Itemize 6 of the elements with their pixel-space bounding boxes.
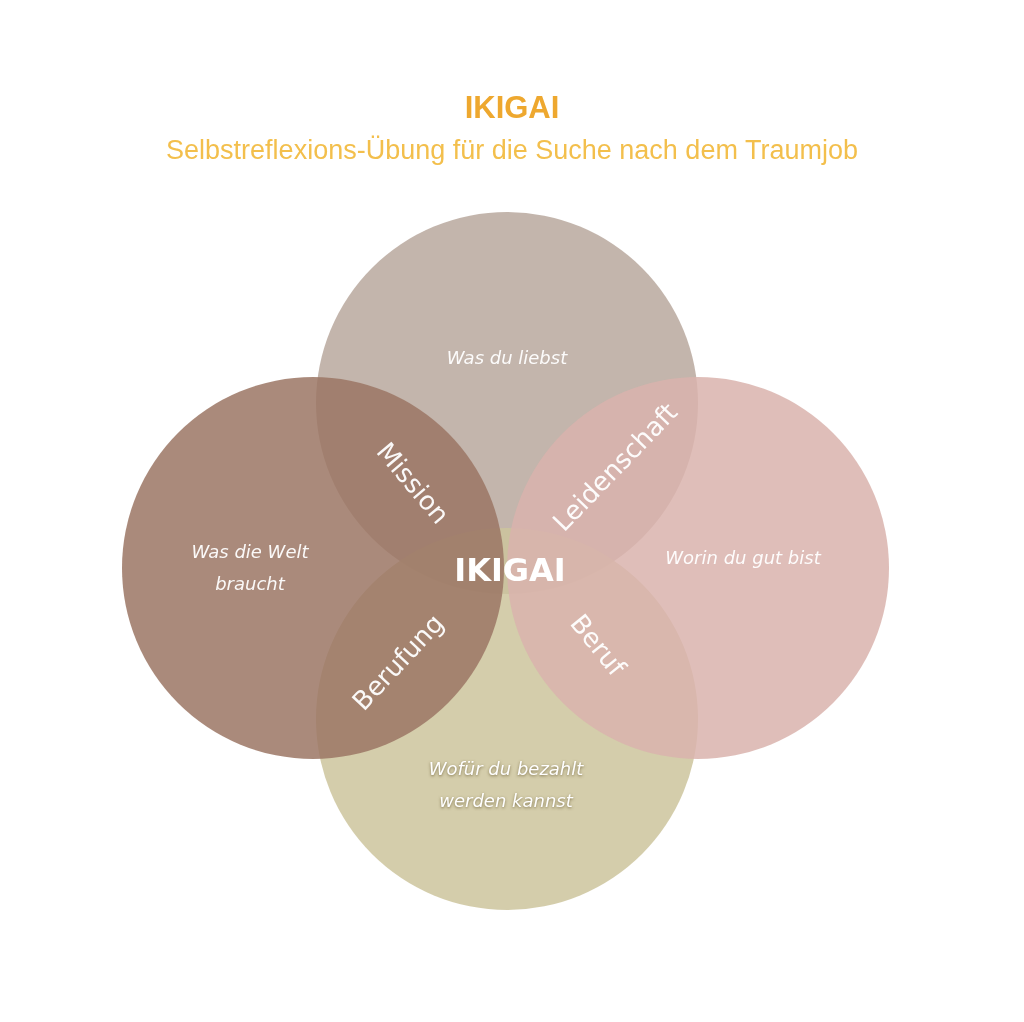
circle-label: Was du liebst bbox=[445, 346, 569, 370]
circle-label: Was die Welt braucht bbox=[190, 540, 310, 596]
title: IKIGAI bbox=[464, 89, 560, 127]
circle-label: Worin du gut bist bbox=[664, 546, 823, 570]
subtitle: Selbstreflexions-Übung für die Suche nach dem Traumjob bbox=[166, 136, 858, 164]
circle-label: Wofür du bezahlt werden kannst bbox=[427, 757, 585, 813]
